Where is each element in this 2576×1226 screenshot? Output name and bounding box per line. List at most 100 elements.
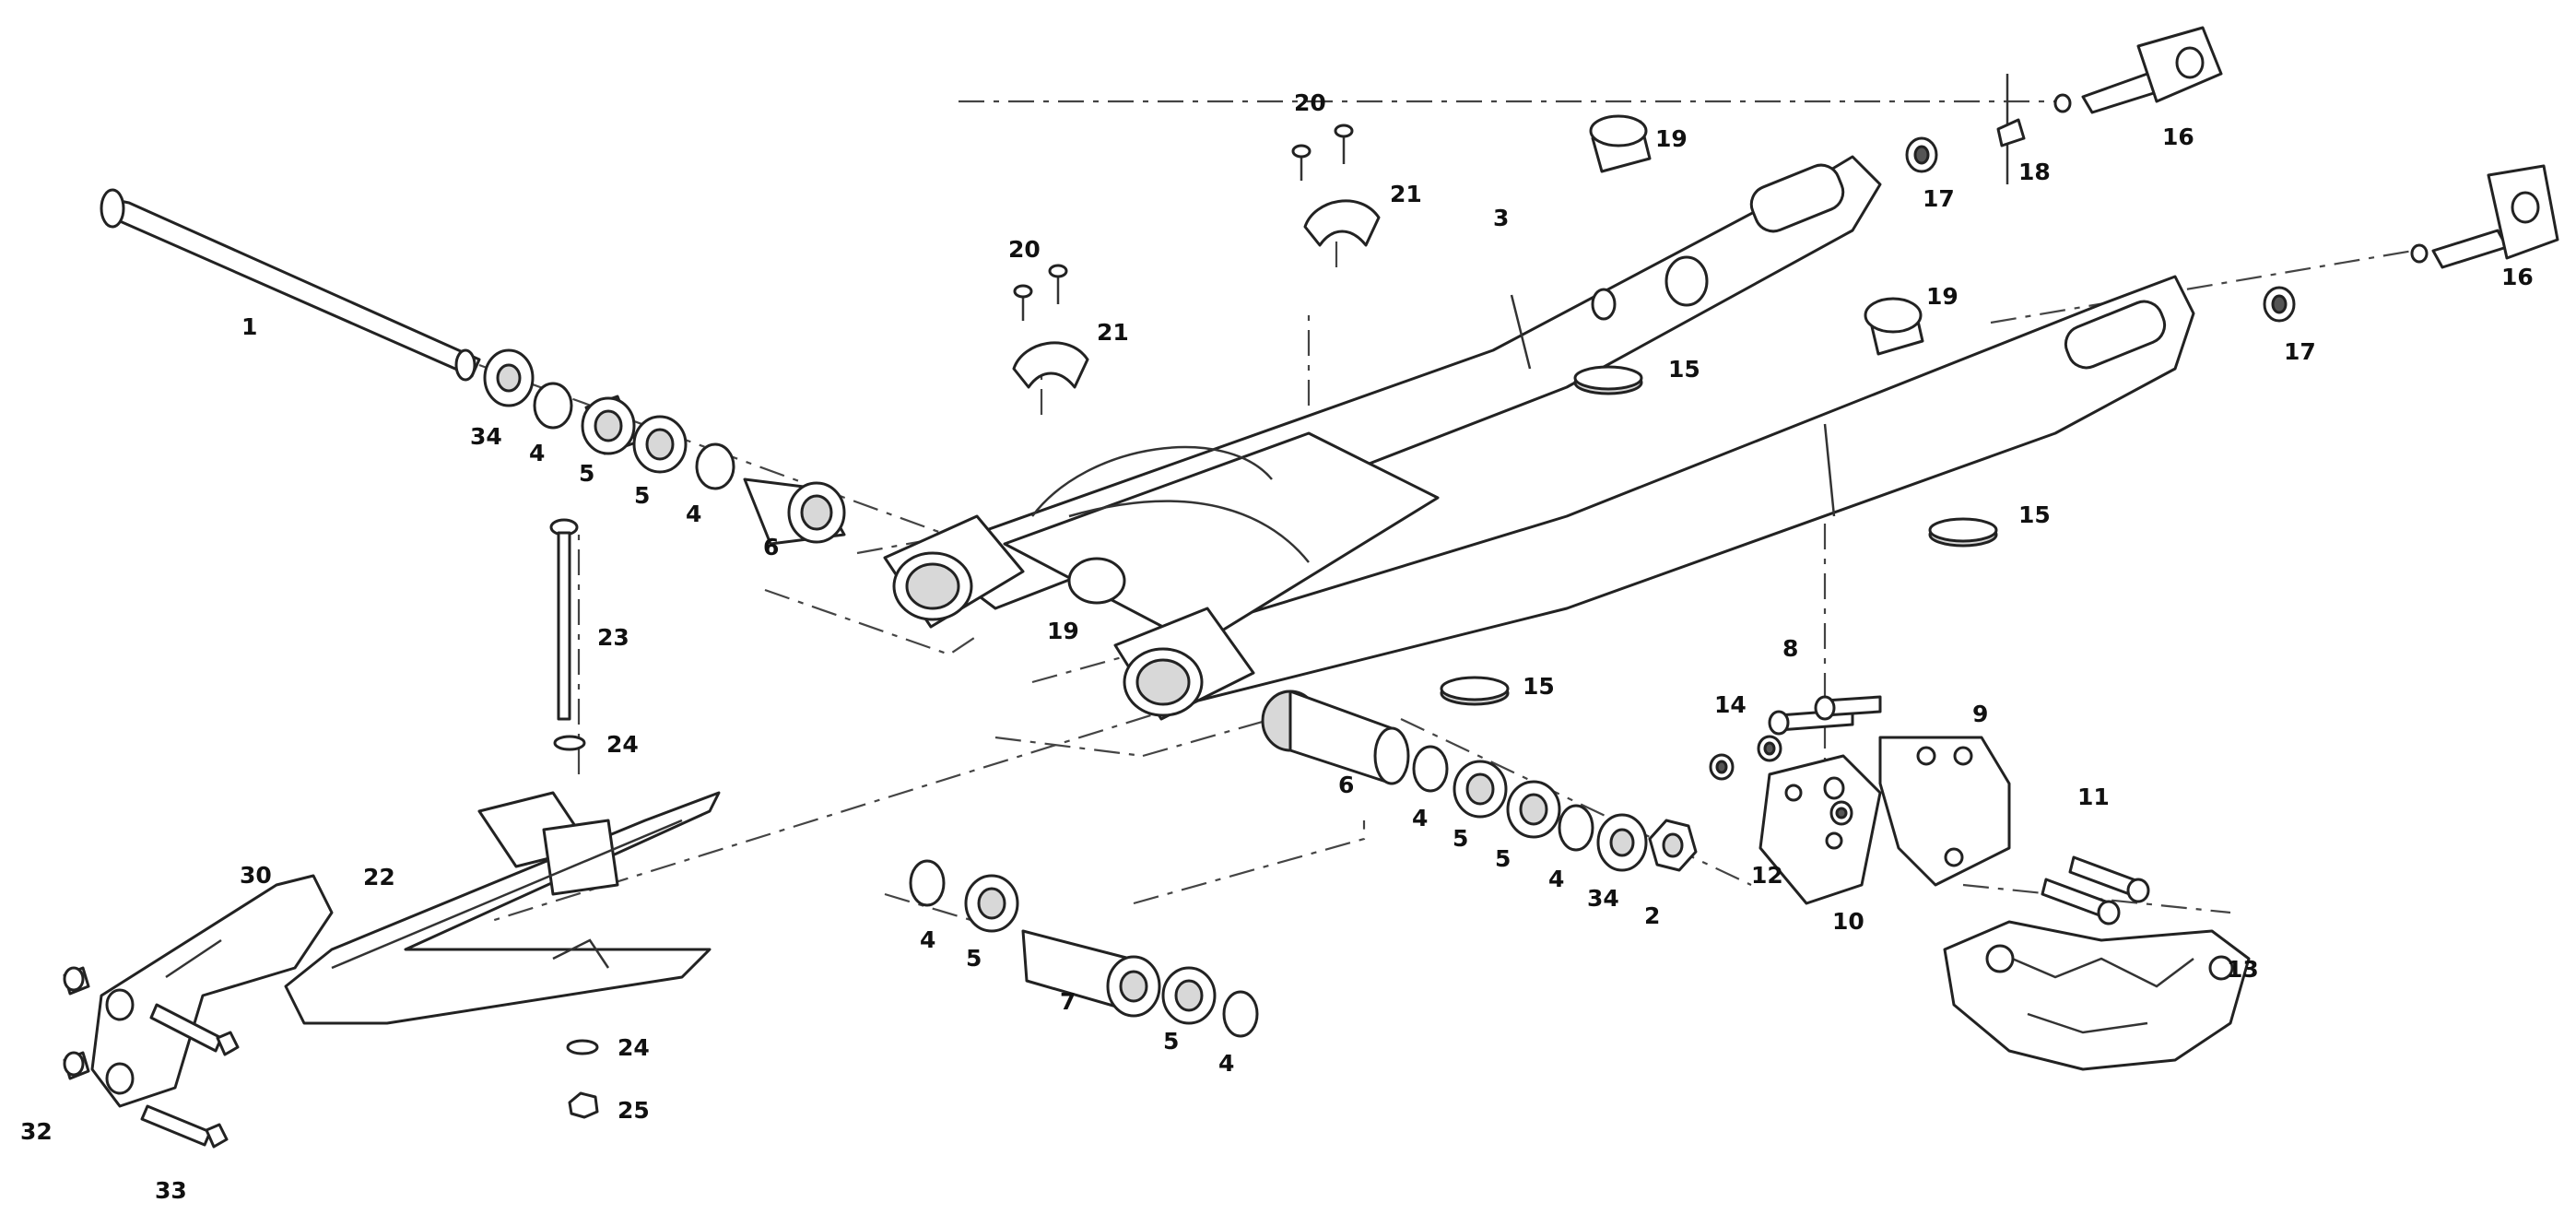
spacer-32-a — [63, 966, 90, 996]
callout-19: 19 — [1047, 618, 1079, 644]
callout-14: 14 — [1714, 691, 1747, 718]
nut-14-b — [1757, 735, 1782, 762]
callout-10: 10 — [1832, 908, 1864, 935]
bearing-5-link-a — [964, 874, 1019, 933]
callout-21: 21 — [1390, 181, 1422, 207]
seal-4-link-a — [909, 859, 946, 907]
bearing-5-left-b — [632, 415, 688, 474]
seal-4-link-b — [1222, 990, 1259, 1038]
nut-25 — [568, 1091, 599, 1119]
callout-15: 15 — [2018, 501, 2051, 528]
callout-5: 5 — [634, 482, 650, 509]
bolt-11-b — [2068, 855, 2150, 903]
plug-19-low — [1067, 557, 1126, 605]
axle-part — [100, 188, 481, 382]
bearing-5-right-b — [1506, 780, 1561, 839]
callout-32: 32 — [20, 1118, 53, 1145]
bracket-9 — [1878, 736, 2011, 887]
nut-17-upper — [1905, 136, 1938, 173]
callout-11: 11 — [2077, 784, 2110, 810]
callout-labels: 1 2 3 4 4 4 4 4 4 5 5 5 5 5 5 6 6 7 8 9 … — [20, 89, 2534, 1204]
callout-18: 18 — [2018, 159, 2051, 185]
callout-4: 4 — [920, 926, 935, 953]
washer-34-left — [483, 348, 535, 407]
callout-5: 5 — [579, 460, 594, 487]
washer-34-right — [1596, 813, 1648, 872]
clamp-21-right — [1303, 199, 1381, 247]
callout-21: 21 — [1097, 319, 1129, 346]
washer-24-bottom — [566, 1039, 599, 1055]
nut-10-b — [1823, 776, 1845, 800]
pad-15-mid — [1928, 517, 1998, 548]
plug-19-mid — [1864, 297, 1924, 356]
bearing-5-left-a — [581, 395, 638, 455]
seal-4-left-b — [695, 442, 735, 490]
callout-1: 1 — [241, 313, 257, 340]
spacer-32-b — [63, 1051, 90, 1080]
callout-4: 4 — [1218, 1050, 1234, 1077]
callout-19: 19 — [1655, 125, 1688, 152]
callout-4: 4 — [1412, 805, 1428, 831]
callout-4: 4 — [529, 440, 545, 466]
callout-19: 19 — [1926, 283, 1958, 310]
chain-adjuster-upper — [2053, 26, 2223, 114]
callout-20: 20 — [1008, 236, 1041, 263]
callout-12: 12 — [1751, 862, 1783, 889]
callout-5: 5 — [1163, 1028, 1179, 1055]
callout-5: 5 — [966, 945, 982, 972]
plate-12 — [1759, 754, 1882, 905]
callout-20: 20 — [1294, 89, 1326, 116]
plug-19-top — [1589, 114, 1652, 173]
callout-17: 17 — [1923, 185, 1955, 212]
sleeve-6-left — [743, 477, 846, 546]
callout-25: 25 — [618, 1097, 650, 1124]
chain-slider-22 — [284, 791, 721, 1025]
callout-17: 17 — [2284, 338, 2316, 365]
seal-4-right-b — [1558, 804, 1594, 852]
callout-15: 15 — [1668, 356, 1700, 383]
pin-18 — [1996, 74, 2026, 184]
callout-6: 6 — [1338, 772, 1354, 798]
callout-30: 30 — [240, 862, 272, 889]
chain-guide-13 — [1943, 920, 2251, 1071]
callout-23: 23 — [597, 624, 629, 651]
bolt-23 — [549, 518, 579, 721]
callout-6: 6 — [763, 534, 779, 560]
callout-34: 34 — [1587, 885, 1619, 912]
callout-33: 33 — [155, 1177, 187, 1204]
washer-24-top — [553, 735, 586, 751]
pad-15-low — [1440, 676, 1510, 706]
nut-10-a — [1829, 800, 1853, 826]
callout-4: 4 — [686, 501, 701, 527]
callout-22: 22 — [363, 864, 395, 890]
callout-24: 24 — [618, 1034, 650, 1061]
callout-34: 34 — [470, 423, 502, 450]
nut-14-a — [1709, 753, 1735, 781]
callout-3: 3 — [1493, 205, 1509, 231]
bolt-8-b — [1814, 695, 1882, 721]
nut-17-lower — [2263, 286, 2296, 323]
callout-16: 16 — [2162, 124, 2194, 150]
callout-5: 5 — [1453, 825, 1468, 852]
chain-adjuster-lower — [2410, 164, 2559, 269]
callout-2: 2 — [1644, 902, 1660, 929]
callout-7: 7 — [1060, 988, 1076, 1015]
callout-4: 4 — [1548, 866, 1564, 892]
screw-20-left — [1013, 264, 1068, 321]
seal-4-right-a — [1412, 745, 1449, 793]
clamp-21-left — [1012, 341, 1089, 389]
bolt-33-b — [140, 1104, 229, 1149]
bearing-5-link-b — [1161, 966, 1217, 1025]
sleeve-6-right — [1261, 690, 1410, 785]
nut-2 — [1648, 819, 1698, 872]
callout-24: 24 — [606, 731, 639, 758]
swingarm-part — [883, 155, 2195, 721]
callout-8: 8 — [1782, 635, 1798, 662]
bolt-33-a — [149, 1003, 240, 1056]
bolt-11-a — [2041, 878, 2121, 925]
callout-15: 15 — [1523, 673, 1555, 700]
sleeve-7 — [1021, 929, 1161, 1018]
pad-15-top — [1573, 365, 1643, 395]
screw-20-right — [1291, 124, 1354, 181]
